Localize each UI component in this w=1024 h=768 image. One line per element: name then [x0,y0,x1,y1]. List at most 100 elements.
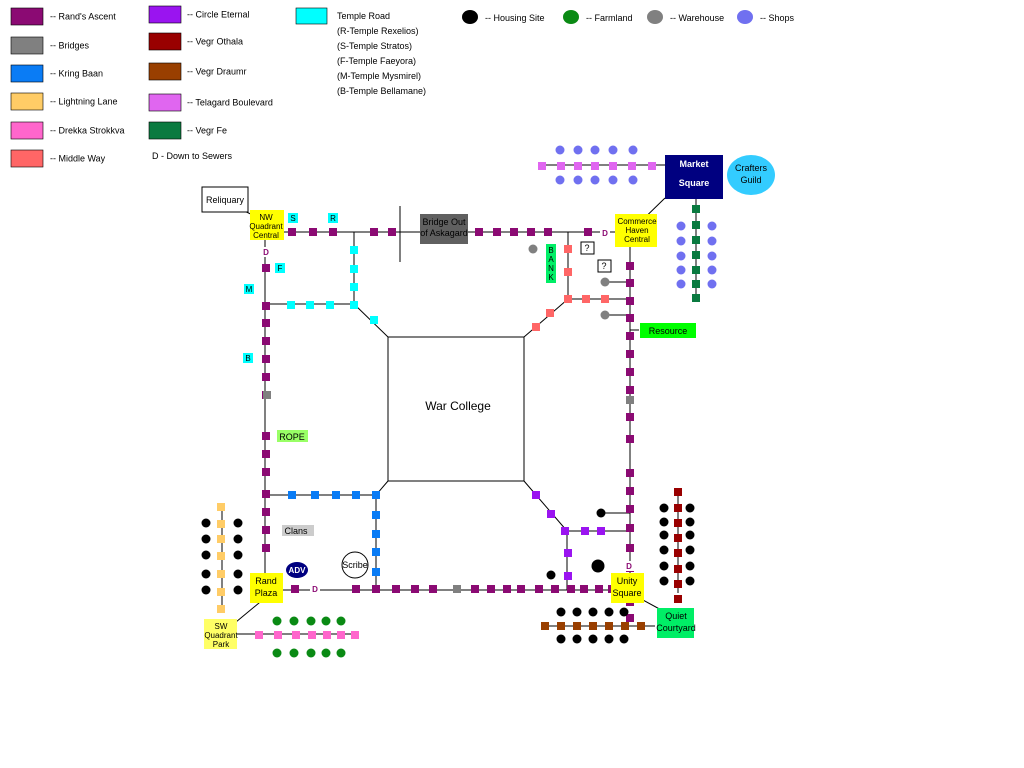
legend-temple-line: (R-Temple Rexelios) [337,26,419,36]
shop-dot [707,221,717,231]
rands-ascent-marker [309,228,317,236]
lightning-lane-marker [217,570,225,578]
legend-site-dot [462,10,478,24]
temple-road-marker [350,265,358,273]
shop-dot [590,145,600,155]
drekka-strokkva-marker [351,631,359,639]
rands-ascent-marker [329,228,337,236]
temple-road-marker [350,283,358,291]
kring-baan-marker [372,568,380,576]
rands-ascent-marker [262,373,270,381]
unity-square [611,573,644,603]
telagard-boulevard-marker [557,162,565,170]
shop-dot [608,175,618,185]
commerce-haven-label: Haven [625,226,648,235]
kring-baan-marker [372,548,380,556]
shop-dot [676,251,686,261]
rands-ascent-marker [262,355,270,363]
legend-swatch [10,7,44,26]
vegr-fe-marker [692,205,700,213]
drekka-strokkva-marker [323,631,331,639]
legend-swatch [10,64,44,83]
rands-ascent-marker [493,228,501,236]
vegr-othala-marker [674,595,682,603]
adv-label: ADV [289,566,307,575]
sewer-entrance [600,228,610,238]
legend-swatch [10,36,44,55]
rands-ascent-marker [626,544,634,552]
housing-dot [201,550,211,560]
commerce-haven-central [615,214,657,247]
farmland-dot [272,648,282,658]
shop-dot [676,279,686,289]
unknown-site-label: ? [601,261,606,271]
kring-baan-marker [372,511,380,519]
scribe-label: Scribe [342,560,368,570]
legend-temple-line: (B-Temple Bellamane) [337,86,426,96]
lightning-lane-marker [217,605,225,613]
legend-label: -- Lightning Lane [50,97,118,107]
shop-dot [628,175,638,185]
farmland-dot [289,648,299,658]
vegr-othala-marker [674,504,682,512]
temple-marker [328,213,338,223]
unknown-site [597,259,612,273]
war-college-label: War College [425,399,491,413]
legend-swatch [10,149,44,168]
housing-dot [596,508,606,518]
temple-letter: M [246,285,253,294]
rands-ascent-marker [352,585,360,593]
drekka-strokkva-marker [292,631,300,639]
rands-ascent-marker [262,264,270,272]
rands-ascent-marker [527,228,535,236]
bridge-marker [626,396,634,404]
rands-ascent-marker [626,505,634,513]
housing-dot [685,503,695,513]
rands-ascent-marker [429,585,437,593]
housing-dot [546,570,556,580]
sw-quadrant-label: Park [213,640,230,649]
rands-ascent-marker [626,332,634,340]
legend-swatch [295,7,328,25]
rope-site [277,430,308,442]
rands-ascent-marker [262,526,270,534]
war-college [387,336,525,482]
rands-ascent-marker [626,262,634,270]
rands-ascent-marker [626,435,634,443]
sewer-d-label: D [602,229,608,238]
drekka-strokkva-marker [308,631,316,639]
shop-dot [573,175,583,185]
housing-dot [685,545,695,555]
housing-dot [604,607,614,617]
housing-dot [659,530,669,540]
clans-site [282,525,314,536]
nw-quadrant-central [250,210,284,240]
legend-swatch [148,121,182,140]
rands-ascent-marker [584,228,592,236]
unknown-site-label: ? [584,243,589,253]
vegr-othala-marker [674,488,682,496]
rands-ascent-marker [626,487,634,495]
sw-quadrant-label: SW [215,622,228,631]
vegr-fe-marker [692,294,700,302]
bridge-out-of-askagard [420,214,468,244]
legend-label: -- Vegr Fe [187,126,227,136]
rands-ascent-marker [262,432,270,440]
unity-square-label: Unity [617,576,638,586]
housing-dot [201,518,211,528]
rands-ascent-marker [262,319,270,327]
resource-label: Resource [649,326,688,336]
rands-ascent-marker [544,228,552,236]
rands-ascent-marker [487,585,495,593]
warehouse-dot [600,277,610,287]
rands-ascent-marker [411,585,419,593]
rands-ascent-marker [626,386,634,394]
bank-label: B [548,246,553,255]
legend-swatch [148,93,182,112]
warehouse-dot [600,310,610,320]
quiet-courtyard-label: Courtyard [656,623,696,633]
vegr-fe-marker [692,280,700,288]
rands-ascent-marker [551,585,559,593]
sewer-entrance [261,247,271,257]
